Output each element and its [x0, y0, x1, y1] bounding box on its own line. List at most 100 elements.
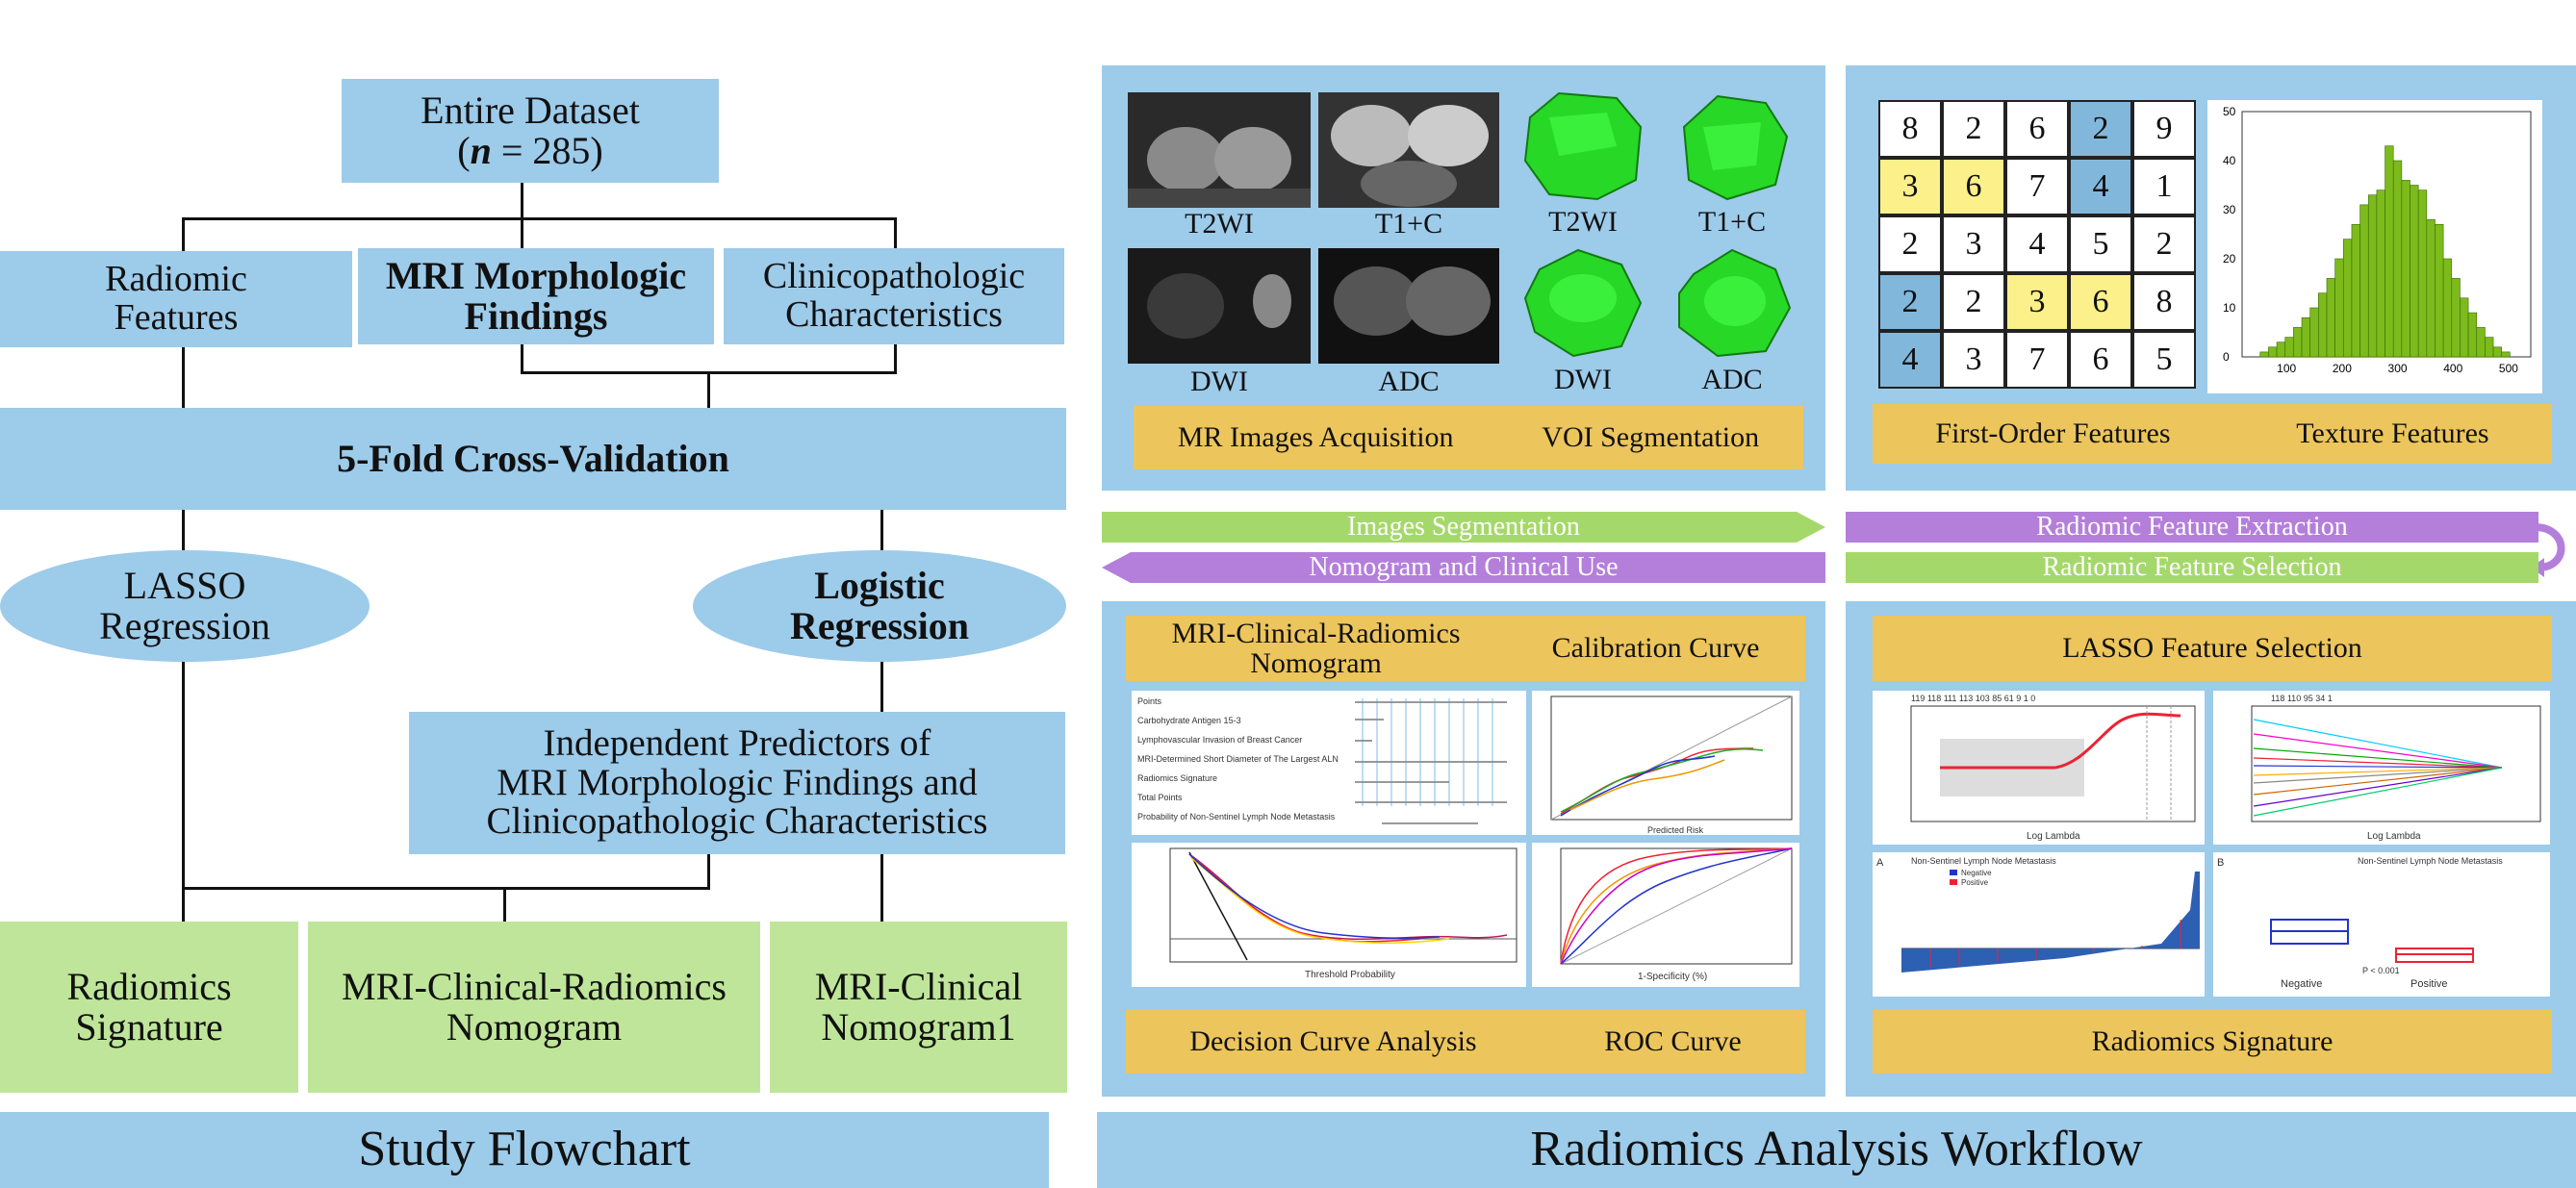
grid-cell: 2 — [1942, 273, 2005, 331]
connector — [707, 854, 710, 889]
lasso-regression-ellipse: LASSO Regression — [0, 550, 370, 662]
histogram-bar — [2284, 337, 2294, 358]
sample-size: (n = 285) — [457, 129, 603, 172]
roc-plot: 1-Specificity (%) — [1532, 843, 1799, 987]
histogram-bar — [2359, 204, 2369, 358]
entire-dataset-box: Entire Dataset (n = 285) — [342, 79, 719, 183]
feature-selection-arrow: Radiomic Feature Selection — [1846, 552, 2538, 583]
svg-text:1-Specificity (%): 1-Specificity (%) — [1638, 972, 1707, 982]
nomogram-row-label: Lymphovascular Invasion of Breast Cancer — [1137, 735, 1303, 745]
dwi-image — [1128, 248, 1311, 364]
calibration-plot: Predicted Risk — [1532, 691, 1799, 835]
adc-mri-icon — [1334, 266, 1491, 336]
voi-label-adc: ADC — [1701, 364, 1763, 395]
histogram-bar — [2318, 292, 2328, 358]
nomogram-row-label: Probability of Non-Sentinel Lymph Node M… — [1137, 812, 1336, 821]
grid-cell: 3 — [2005, 273, 2069, 331]
svg-text:Log Lambda: Log Lambda — [2367, 831, 2421, 842]
nomogram-row-label: Carbohydrate Antigen 15-3 — [1137, 716, 1241, 725]
connector — [503, 887, 506, 922]
grid-cell: 3 — [1942, 215, 2005, 273]
svg-text:118 110 95 34 1: 118 110 95 34 1 — [2271, 694, 2333, 703]
histogram-bar — [2293, 327, 2303, 358]
calibration-curve-icon: Predicted Risk — [1550, 695, 1793, 835]
nomogram-row-label: Total Points — [1137, 793, 1183, 802]
histogram-bar — [2476, 327, 2486, 358]
histogram-bar — [2492, 346, 2503, 358]
lasso-coef-plot: 118 110 95 34 1 Log Lambda — [2213, 691, 2550, 845]
nomogram-row-label: Radiomics Signature — [1137, 773, 1218, 783]
grid-cell: 2 — [2069, 100, 2132, 158]
t2wi-image — [1128, 92, 1311, 208]
lasso-header: LASSO Feature Selection — [1873, 616, 2552, 681]
radiomics-signature-box: Radiomics Signature — [0, 922, 298, 1093]
lasso-coefficient-icon: 118 110 95 34 1 Log Lambda — [2251, 694, 2541, 842]
nomogram-use-arrow: Nomogram and Clinical Use — [1102, 552, 1825, 583]
voi-label-dwi: DWI — [1554, 364, 1612, 395]
svg-text:Negative: Negative — [1961, 869, 1992, 877]
nomogram-header: MRI-Clinical-Radiomics Nomogram Calibrat… — [1126, 616, 1805, 681]
histogram-bar — [2276, 341, 2286, 358]
x-tick-label: 200 — [2333, 362, 2352, 375]
grid-cell: 9 — [2132, 100, 2196, 158]
grid-cell: 3 — [1878, 158, 1942, 215]
svg-text:Non-Sentinel Lymph Node Metast: Non-Sentinel Lymph Node Metastasis — [2358, 856, 2503, 866]
cross-validation-box: 5-Fold Cross-Validation — [0, 408, 1066, 510]
x-tick-label: 300 — [2388, 362, 2408, 375]
voi-label-t1c: T1+C — [1697, 206, 1767, 238]
histogram-bar — [2268, 346, 2278, 358]
connector — [521, 344, 523, 373]
texture-text: Texture Features — [2296, 417, 2489, 450]
clinical-radiomics-nomogram-box: MRI-Clinical-Radiomics Nomogram — [308, 922, 760, 1093]
connector — [894, 217, 897, 251]
histogram-bar — [2401, 180, 2410, 358]
features-caption: First-Order Features Texture Features — [1873, 404, 2552, 464]
voi-t2wi — [1520, 88, 1645, 204]
connector — [182, 662, 185, 922]
t1c-image — [1318, 92, 1499, 208]
histogram-bar — [2410, 185, 2419, 358]
mr-label-dwi: DWI — [1190, 366, 1248, 397]
grid-cell: 6 — [2069, 331, 2132, 389]
connector — [880, 510, 883, 550]
y-tick-label: 30 — [2223, 203, 2236, 216]
grid-cell: 2 — [1878, 273, 1942, 331]
connector — [521, 181, 523, 219]
signature-boxplot: B Non-Sentinel Lymph Node Metastasis Neg… — [2213, 852, 2550, 997]
connector — [182, 217, 185, 251]
voi-shape-icon — [1523, 91, 1643, 201]
mri-morphologic-box: MRI Morphologic Findings — [358, 248, 714, 344]
histogram-bar — [2385, 145, 2394, 358]
nomogram-title: MRI-Clinical-Radiomics Nomogram — [1171, 617, 1461, 679]
connector — [182, 344, 185, 408]
svg-text:Positive: Positive — [1961, 878, 1989, 887]
voi-shape-icon — [1523, 248, 1643, 358]
x-tick-label: 500 — [2499, 362, 2518, 375]
histogram-bar — [2451, 278, 2461, 358]
grid-cell: 2 — [1942, 100, 2005, 158]
voi-adc — [1670, 245, 1795, 361]
lasso-auc-plot: 119 118 111 113 103 85 61 9 1 0 Log Lamb… — [1873, 691, 2205, 845]
grid-cell: 8 — [2132, 273, 2196, 331]
clinicopathologic-box: Clinicopathologic Characteristics — [724, 248, 1064, 344]
dca-plot: Threshold Probability — [1132, 843, 1526, 987]
connector — [182, 217, 896, 220]
voi-dwi — [1520, 245, 1645, 361]
histogram-bar — [2426, 218, 2436, 358]
logistic-regression-ellipse: Logistic Regression — [693, 550, 1066, 662]
calibration-title: Calibration Curve — [1551, 632, 1760, 665]
roc-title: ROC Curve — [1604, 1025, 1742, 1058]
nomogram-row-label: MRI-Determined Short Diameter of The Lar… — [1137, 754, 1339, 764]
dca-roc-caption: Decision Curve Analysis ROC Curve — [1126, 1010, 1805, 1074]
grid-cell: 5 — [2132, 331, 2196, 389]
roc-curve-icon: 1-Specificity (%) — [1560, 847, 1793, 982]
signature-caption: Radiomics Signature — [1873, 1010, 2552, 1074]
svg-text:Log Lambda: Log Lambda — [2027, 831, 2080, 842]
histogram-bar — [2435, 224, 2444, 358]
independent-predictors-box: Independent Predictors of MRI Morphologi… — [409, 712, 1065, 854]
histogram-bar — [2392, 160, 2403, 358]
boxplot-icon: B Non-Sentinel Lymph Node Metastasis Neg… — [2217, 856, 2503, 990]
y-tick-label: 10 — [2223, 301, 2236, 315]
clinical-nomogram-box: MRI-Clinical Nomogram1 — [770, 922, 1067, 1093]
